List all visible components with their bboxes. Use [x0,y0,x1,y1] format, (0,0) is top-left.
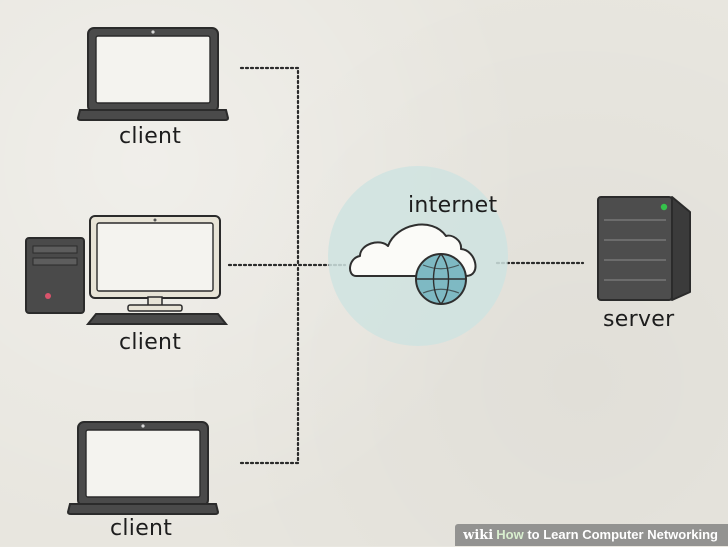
watermark-brand: wiki [463,528,494,543]
desktop-tower-icon [25,237,85,314]
client-label-top: client [119,124,182,149]
watermark-how: How [496,527,524,542]
keyboard-icon [85,313,229,325]
client-label-middle: client [119,330,182,355]
server-label: server [603,307,675,332]
globe-icon [415,253,467,305]
internet-label: internet [408,193,498,218]
laptop-icon-top [76,27,230,121]
line-client-1 [239,66,300,267]
watermark-title: to Learn Computer Networking [523,527,718,542]
client-label-bottom: client [110,516,173,541]
server-icon [597,196,691,301]
connection-lines [227,66,585,465]
laptop-icon-bottom [66,421,220,515]
line-client-3 [239,263,300,465]
desktop-monitor-icon [89,215,221,312]
